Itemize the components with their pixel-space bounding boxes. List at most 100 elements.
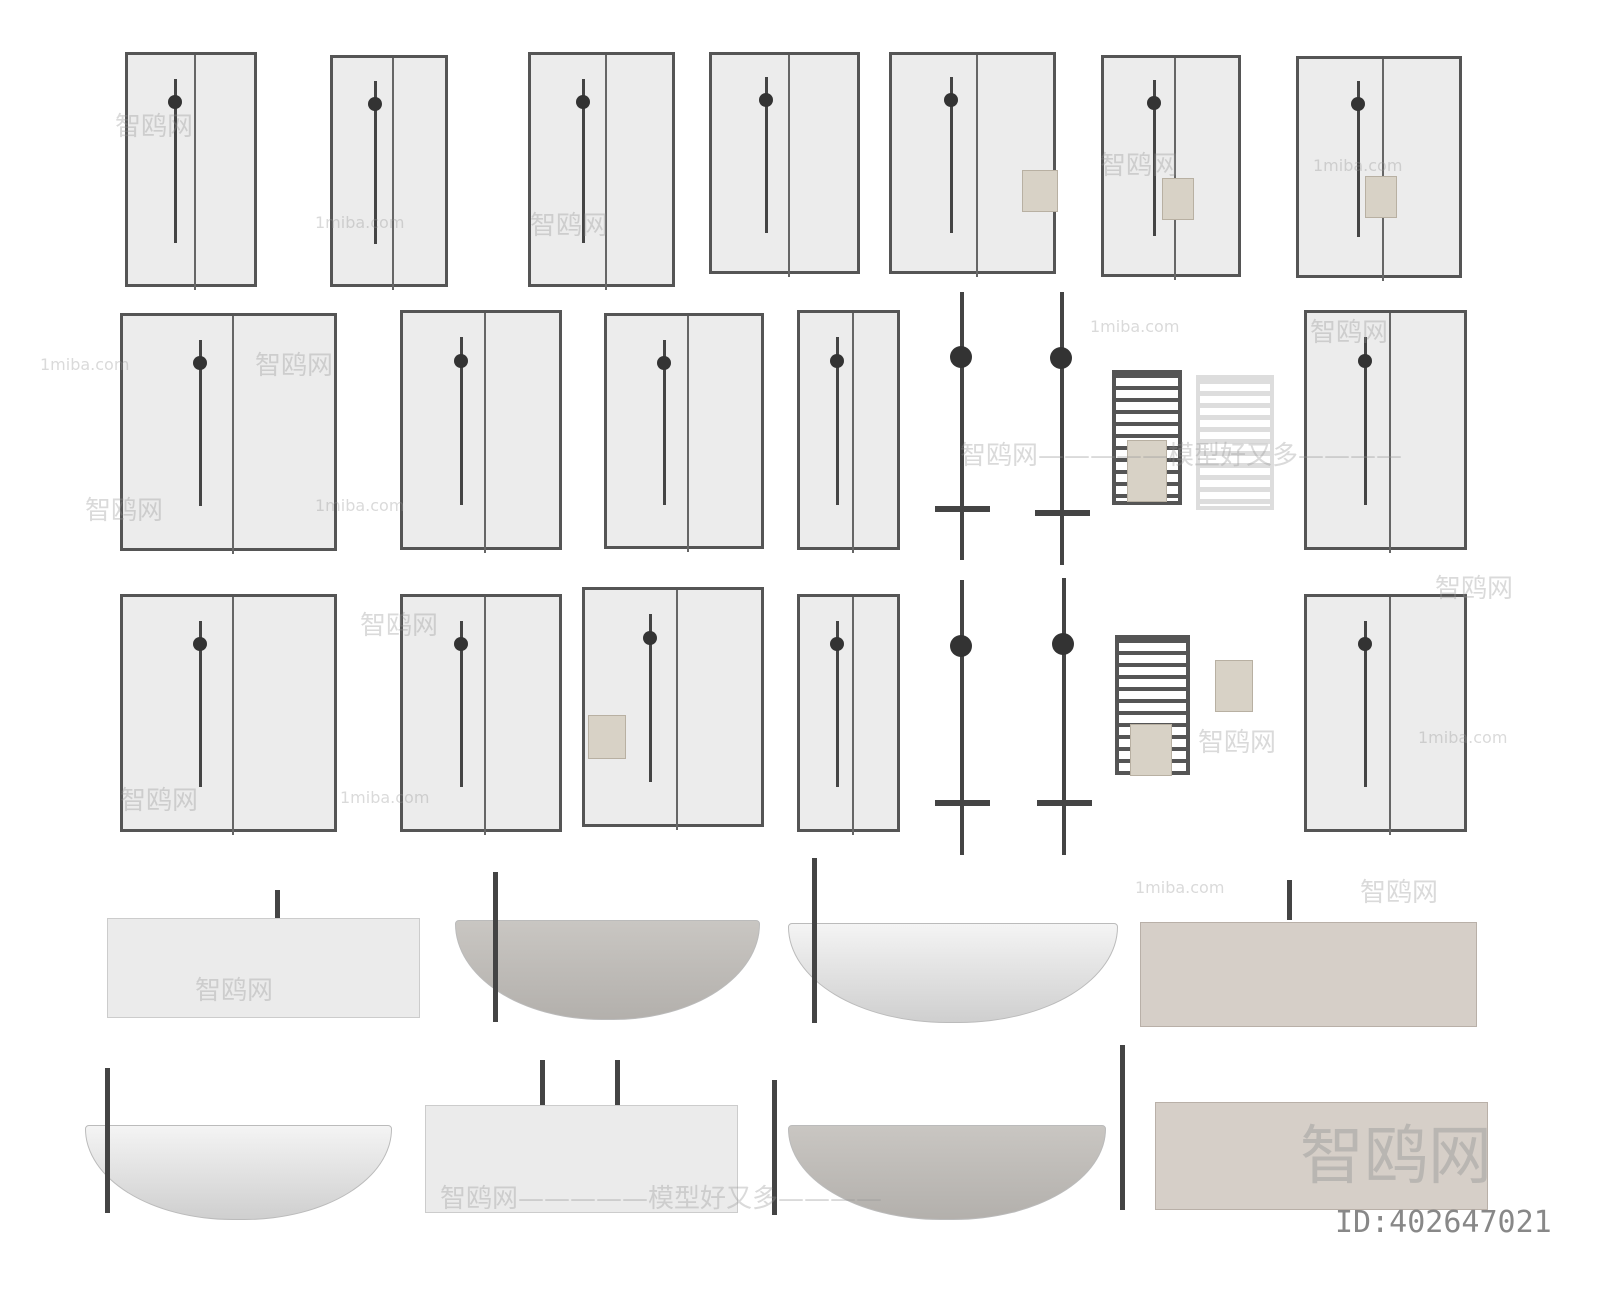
towel xyxy=(1130,724,1172,776)
shower-enclosure xyxy=(1304,310,1467,553)
watermark-brand: 智鸥网 xyxy=(530,211,609,241)
shower-head xyxy=(192,356,207,371)
shower-enclosure xyxy=(582,587,764,830)
watermark-slogan: 智鸥网—————模型好又多———— xyxy=(960,441,1403,471)
faucet xyxy=(493,872,498,1022)
watermark-site: 1miba.com xyxy=(340,788,430,807)
shower-enclosure xyxy=(400,310,562,553)
glass-divider xyxy=(604,55,607,290)
bathtub-built-in xyxy=(107,918,420,1018)
shower-rail xyxy=(1364,620,1368,788)
shower-rail xyxy=(836,620,840,788)
shower-head xyxy=(950,635,972,657)
shower-head xyxy=(758,92,773,107)
shower-rail xyxy=(663,339,666,505)
shower-rail xyxy=(582,78,586,243)
faucet xyxy=(540,1060,545,1105)
glass-divider xyxy=(787,55,790,277)
watermark-brand: 智鸥网 xyxy=(1435,574,1514,604)
shower-enclosure xyxy=(330,55,448,290)
shower-enclosure xyxy=(797,594,900,835)
watermark-site: 1miba.com xyxy=(315,213,405,232)
mixer-bar xyxy=(1037,799,1092,806)
bathtub-built-in xyxy=(1155,1102,1488,1210)
glass-divider xyxy=(1174,58,1176,280)
shower-rail xyxy=(174,78,178,243)
watermark-site: 1miba.com xyxy=(1090,317,1180,336)
shower-head xyxy=(576,94,591,109)
shower-enclosure xyxy=(889,52,1056,277)
shower-head xyxy=(1147,95,1161,110)
watermark-site: 1miba.com xyxy=(1418,728,1508,747)
shower-head xyxy=(368,97,383,112)
glass-divider xyxy=(975,55,978,277)
faucet xyxy=(105,1068,110,1213)
towel-radiator xyxy=(1196,375,1274,510)
shower-enclosure xyxy=(797,310,900,553)
shower-head xyxy=(1351,96,1366,111)
watermark-brand: 智鸥网 xyxy=(115,112,194,142)
shower-head xyxy=(642,630,657,645)
shower-column xyxy=(1060,292,1064,565)
mixer-bar xyxy=(1035,510,1090,517)
shower-head xyxy=(830,637,845,652)
shower-enclosure xyxy=(1304,594,1467,835)
watermark-site: 1miba.com xyxy=(40,355,130,374)
watermark-brand: 智鸥网 xyxy=(1198,728,1277,758)
glass-divider xyxy=(392,58,394,290)
shower-column xyxy=(960,292,964,560)
towel xyxy=(1022,170,1058,212)
shower-rail xyxy=(950,77,954,233)
shower-rail xyxy=(374,81,378,244)
glass-divider xyxy=(194,55,196,290)
shower-head xyxy=(830,353,845,368)
watermark-brand: 智鸥网 xyxy=(195,976,274,1006)
watermark-brand: 智鸥网 xyxy=(85,496,164,526)
watermark-brand-large: 智鸥网 xyxy=(1300,1120,1492,1194)
shower-column xyxy=(960,580,964,855)
bathtub-oval xyxy=(788,923,1118,1023)
shower-enclosure xyxy=(604,313,764,552)
shower-rail xyxy=(459,337,463,505)
glass-divider xyxy=(687,316,689,552)
glass-divider xyxy=(484,313,486,553)
shower-rail xyxy=(1153,80,1156,236)
shower-enclosure xyxy=(1101,55,1241,280)
bathtub-oval xyxy=(85,1125,392,1220)
shower-head xyxy=(1052,633,1074,656)
towel-radiator xyxy=(1115,635,1190,775)
shower-column xyxy=(1062,578,1066,855)
towel xyxy=(1127,440,1167,502)
mixer-bar xyxy=(935,506,990,513)
shower-head xyxy=(944,92,959,107)
watermark-brand: 智鸥网 xyxy=(1100,151,1179,181)
bathtub-oval xyxy=(455,920,760,1020)
shower-head xyxy=(168,94,183,109)
glass-divider xyxy=(484,597,486,835)
faucet xyxy=(1120,1045,1125,1210)
faucet xyxy=(772,1080,777,1215)
shower-head xyxy=(1050,346,1072,369)
watermark-brand: 智鸥网 xyxy=(255,351,334,381)
glass-divider xyxy=(851,597,854,835)
model-id-label: ID:402647021 xyxy=(1335,1205,1552,1240)
shower-head xyxy=(453,353,468,368)
shower-rail xyxy=(764,77,768,233)
shower-rail xyxy=(836,337,840,505)
shower-rail xyxy=(459,620,463,788)
faucet xyxy=(275,890,280,918)
shower-rail xyxy=(1357,81,1361,237)
faucet xyxy=(615,1060,620,1105)
watermark-brand: 智鸥网 xyxy=(120,786,199,816)
glass-divider xyxy=(1382,59,1384,281)
glass-divider xyxy=(851,313,854,553)
watermark-brand: 智鸥网 xyxy=(360,611,439,641)
watermark-site: 1miba.com xyxy=(1135,878,1225,897)
shower-enclosure xyxy=(709,52,860,277)
faucet xyxy=(1287,880,1292,920)
towel xyxy=(1162,178,1194,220)
glass-divider xyxy=(1388,313,1391,553)
shower-head xyxy=(453,637,468,652)
shower-enclosure xyxy=(1296,56,1462,281)
shower-head xyxy=(1358,353,1373,368)
